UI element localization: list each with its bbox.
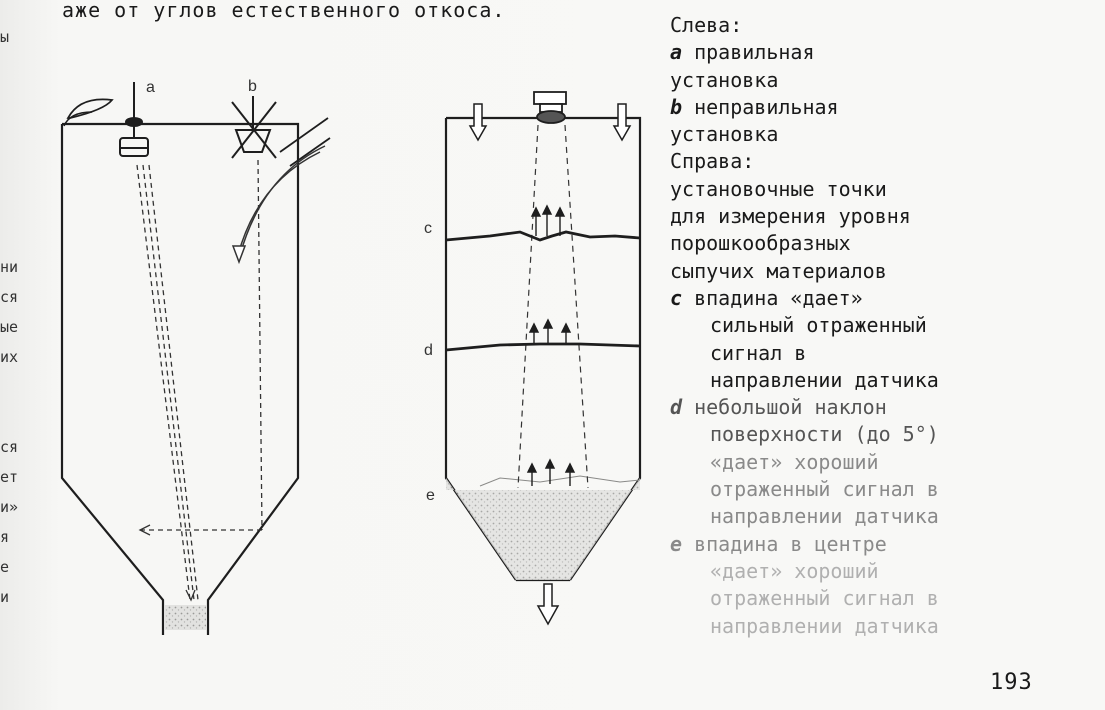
legend-c-line: сильный отраженный <box>710 313 927 338</box>
legend-b-text-2: установка <box>670 122 779 147</box>
legend-c-text: впадина «дает» <box>694 285 863 310</box>
margin-fragment: ет <box>0 468 19 486</box>
left-silo-hatch <box>66 98 114 119</box>
legend-letter-a: a <box>670 40 683 65</box>
margin-fragment: и <box>0 588 10 606</box>
left-silo-material <box>165 605 206 630</box>
margin-fragment: е <box>0 558 10 576</box>
level-c-surface <box>445 230 641 242</box>
sensor-b <box>231 96 277 159</box>
legend-e-line: отраженный сигнал в <box>710 586 939 611</box>
left-silo <box>60 122 300 635</box>
fill-stream-arrow <box>231 145 326 265</box>
legend-right-line: установочные точки <box>670 176 887 201</box>
legend-letter-c: c <box>670 285 683 310</box>
legend-d-text: небольшой наклон <box>694 395 887 420</box>
legend-letter-e: e <box>670 531 683 556</box>
right-beam <box>517 124 589 489</box>
beam-b <box>140 159 263 531</box>
legend-left-title: Слева: <box>670 13 743 37</box>
legend-a-text-2: установка <box>670 67 779 92</box>
label-c: c <box>424 220 432 237</box>
legend-e-text: впадина в центре <box>694 531 887 556</box>
label-b: b <box>248 78 257 95</box>
margin-fragment: ы <box>0 28 10 46</box>
legend-right-title: Справа: <box>670 149 755 174</box>
legend-letter-b: b <box>670 94 683 119</box>
legend-d-line: отраженный сигнал в <box>710 477 939 502</box>
sensor-a <box>119 82 149 157</box>
fill-pipe <box>279 117 331 167</box>
right-silo-material <box>446 478 640 580</box>
figure-legend: Слева: a правильная установка b неправил… <box>670 12 1100 640</box>
legend-letter-d: d <box>670 395 683 420</box>
legend-c-line: направлении датчика <box>710 367 939 392</box>
margin-fragment: ни <box>0 258 19 276</box>
label-a: a <box>146 79 155 96</box>
top-text-line: аже от углов естественного откоса. <box>62 0 506 22</box>
level-d-surface <box>445 342 641 352</box>
legend-d-line: «дает» хороший <box>710 449 879 474</box>
margin-fragment: я <box>0 528 10 546</box>
left-silo-wall-left <box>60 124 165 635</box>
legend-right-line: порошкообразных <box>670 231 851 256</box>
margin-fragment: их <box>0 348 19 366</box>
label-e: e <box>426 487 435 504</box>
reflection-arrows <box>526 204 576 486</box>
legend-a-text: правильная <box>694 40 815 65</box>
legend-right-line: сыпучих материалов <box>670 258 887 283</box>
beam-a <box>136 164 199 601</box>
left-silo-wall-right <box>62 122 300 635</box>
margin-fragment: ся <box>0 288 19 306</box>
legend-d-line: поверхности (до 5°) <box>710 422 939 447</box>
legend-d-line: направлении датчика <box>710 504 939 529</box>
page-number: 193 <box>990 670 1033 695</box>
right-silo-inlets <box>468 103 632 142</box>
legend-right-line: для измерения уровня <box>670 204 911 229</box>
legend-c-line: сигнал в <box>710 340 807 365</box>
outlet-arrow <box>536 583 560 626</box>
right-sensor <box>533 91 567 124</box>
legend-e-line: «дает» хороший <box>710 558 879 583</box>
margin-fragment: ся <box>0 438 19 456</box>
margin-fragment: ые <box>0 318 19 336</box>
legend-b-text: неправильная <box>694 94 839 119</box>
label-d: d <box>424 342 433 359</box>
legend-e-line: направлении датчика <box>710 613 939 638</box>
margin-fragment: и» <box>0 498 19 516</box>
